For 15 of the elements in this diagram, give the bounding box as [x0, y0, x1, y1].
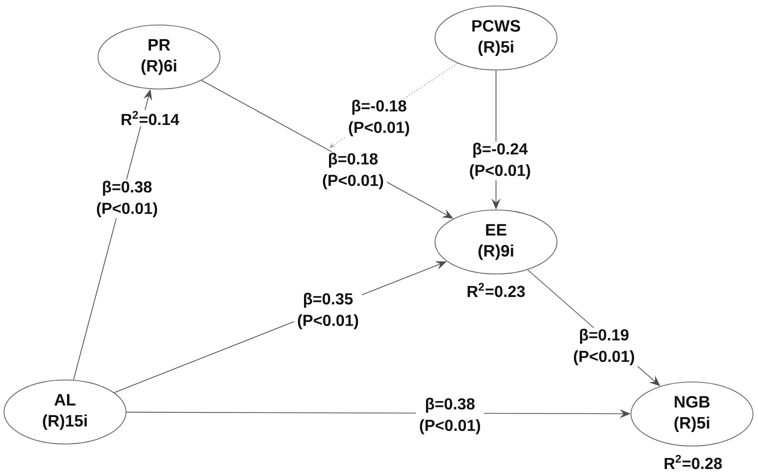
ellipse-node: PR (R)6i: [98, 24, 220, 90]
edge-label: β=0.35 (P<0.01): [294, 292, 362, 330]
ellipse-node: NGB (R)5i: [630, 382, 754, 446]
edge-label: β=0.38 (P<0.01): [93, 180, 161, 218]
r-squared-label: R$^{2}$=0.23: [466, 282, 526, 298]
r-squared-label: R$^{2}$=0.28: [662, 454, 724, 470]
r-squared-label: R$^{2}$=0.14: [120, 110, 180, 126]
edge-label: β=0.38 (P<0.01): [416, 396, 484, 436]
edge-label: β=0.19 (P<0.01): [570, 328, 638, 366]
edge-label: β=-0.18 (P<0.01): [345, 98, 413, 138]
edge-label: β=0.18 (P<0.01): [319, 152, 387, 190]
ellipse-node: AL (R)15i: [4, 380, 126, 444]
ellipse-node: PCWS (R)5i: [434, 6, 558, 70]
ellipse-node: EE (R)9i: [434, 210, 558, 274]
edge-label: β=-0.24 (P<0.01): [466, 142, 534, 180]
